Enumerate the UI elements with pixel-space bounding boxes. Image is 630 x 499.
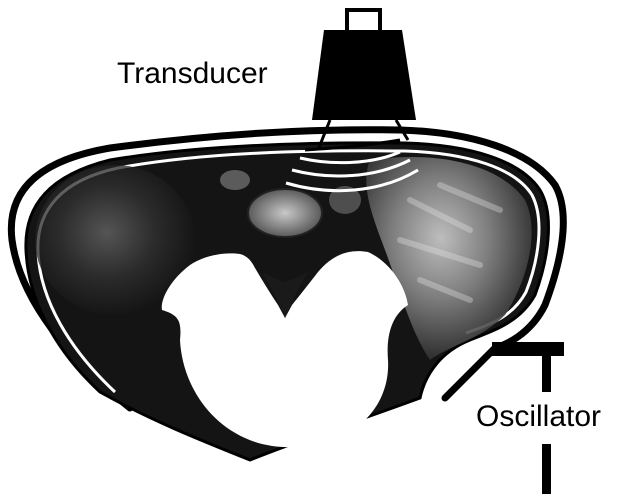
transducer-label: Transducer [117,57,268,90]
transducer-probe [312,30,416,120]
oscillator-rod-upper [542,356,551,392]
small-structure-left [220,170,250,190]
oscillator-rod-lower [542,444,551,494]
transducer-handle [347,10,380,32]
oscillator-label: Oscillator [476,400,601,433]
sacrum-bone [248,189,322,237]
oscillator-plate [492,342,564,356]
